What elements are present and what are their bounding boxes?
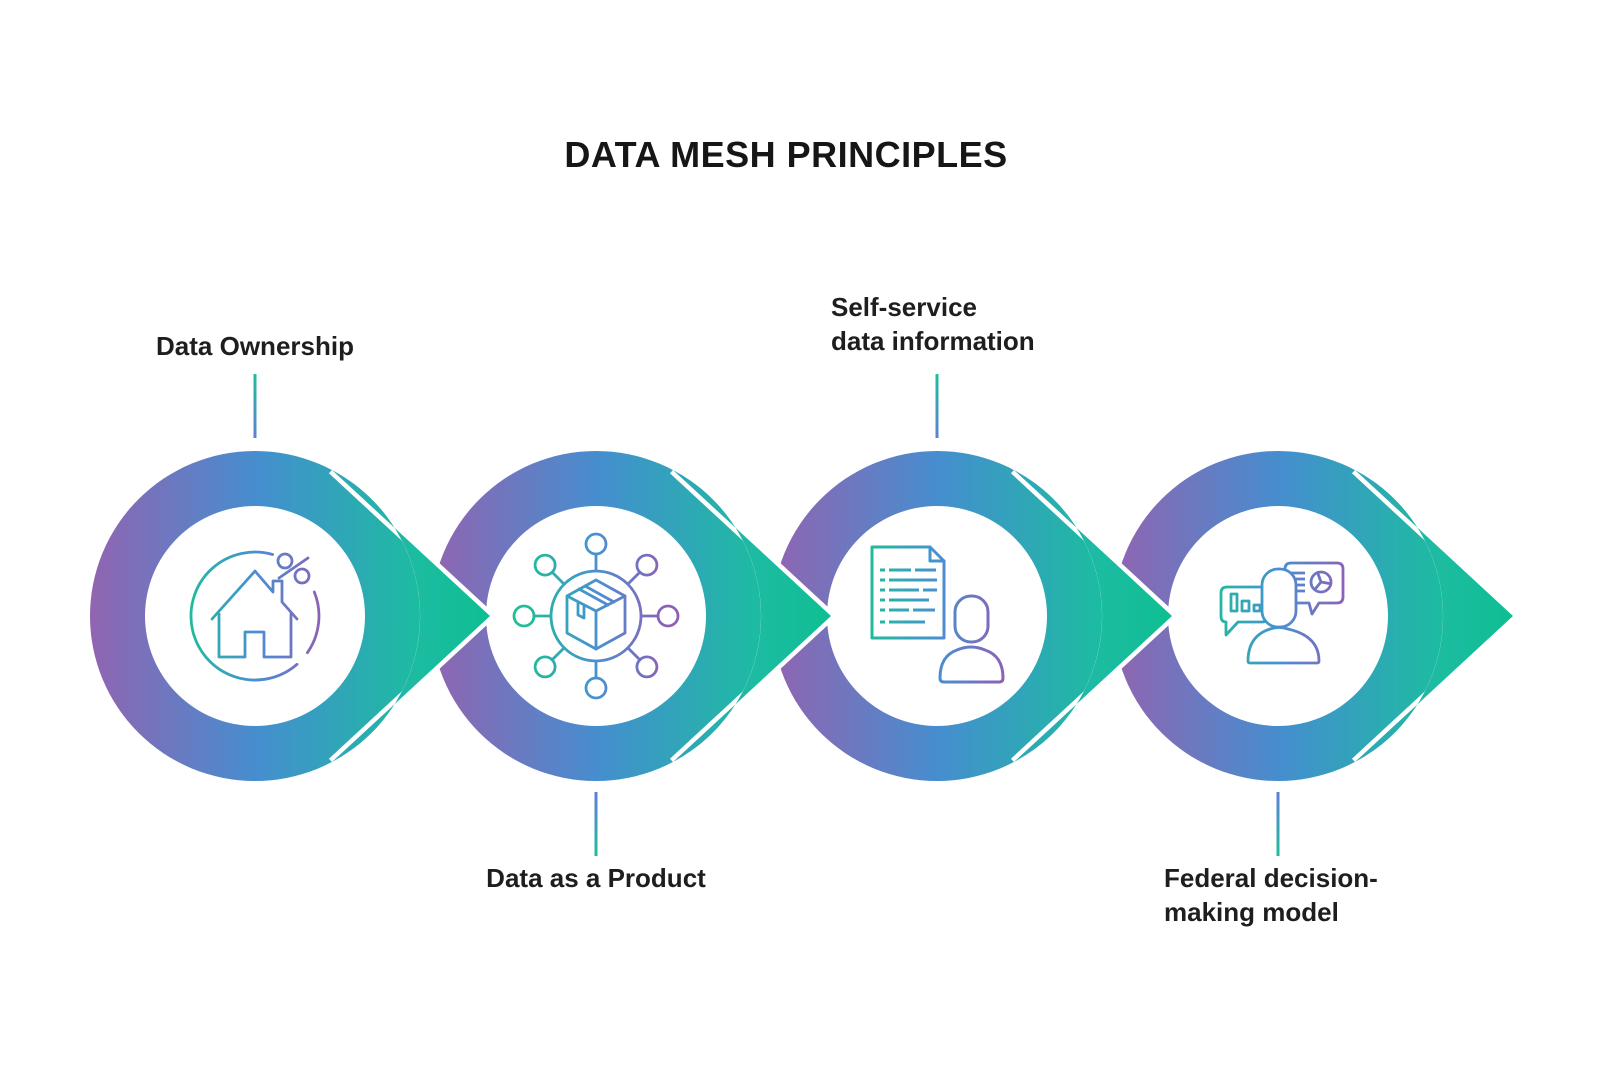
house-percent-icon	[189, 550, 321, 682]
node-arrow	[1010, 466, 1179, 766]
node-arrow	[1351, 466, 1520, 766]
node-arrow	[328, 466, 497, 766]
node-label-self-service: Self-service data information	[831, 292, 1035, 356]
node-label-data-ownership: Data Ownership	[156, 331, 354, 361]
node-inner-circle	[145, 506, 365, 726]
diagram-title: DATA MESH PRINCIPLES	[564, 134, 1008, 175]
pie-chart-bubble	[1283, 561, 1345, 616]
node-label-data-as-a-product: Data as a Product	[486, 863, 706, 893]
box-network-icon	[512, 532, 680, 700]
node-inner-circle	[827, 506, 1047, 726]
node-label-federal-decision: Federal decision- making model	[1164, 863, 1378, 927]
document-user-icon	[870, 545, 1005, 684]
node-arrow	[669, 466, 838, 766]
person-chat-charts-icon	[1219, 561, 1345, 665]
